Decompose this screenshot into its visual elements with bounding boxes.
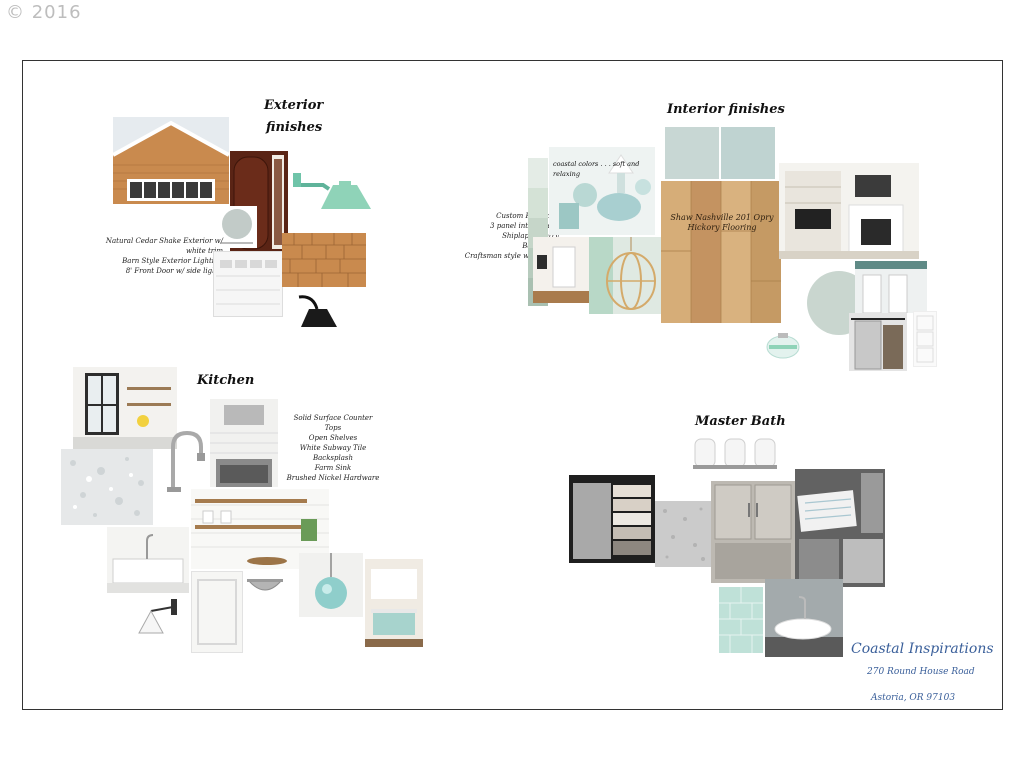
exterior-note-1: Natural Cedar Shake Exterior w/ white tr… — [105, 237, 223, 255]
paint-chip-2 — [721, 127, 775, 179]
kitchen-note-3: White Subway Tile Backsplash — [299, 444, 367, 462]
brand-name: Coastal Inspirations — [851, 641, 994, 657]
vessel-sink-photo — [765, 579, 843, 657]
brand-address-line1: 270 Round House Road — [867, 667, 975, 677]
interior-title: Interior finishes — [667, 102, 785, 117]
paint-swatch-gray — [217, 206, 257, 248]
kitchen-note-5: Brushed Nickel Hardware — [286, 474, 380, 482]
vanity-cabinet-photo — [711, 481, 795, 583]
terrazzo-sample — [655, 501, 711, 567]
shaker-cabinet-door — [191, 571, 243, 653]
barn-light-teal — [291, 171, 373, 216]
kitchen-note-2: Open Shelves — [308, 434, 358, 442]
tile-sample-board — [569, 475, 655, 563]
brand-address-line2: Astoria, OR 97103 — [871, 693, 956, 703]
barn-door-photo — [849, 313, 907, 371]
interior-note-1: Custom Fireplace — [496, 212, 559, 220]
barn-light-black — [293, 293, 341, 333]
panel-door-sample — [913, 311, 937, 367]
gray-tile-collage — [795, 469, 885, 587]
design-board: Exterior finishes — [22, 60, 1003, 710]
cup-pull-hardware — [245, 573, 285, 599]
kitchen-island-photo — [365, 559, 423, 647]
exterior-note-3: 8' Front Door w/ side lights — [125, 267, 223, 275]
open-shelves-photo — [191, 489, 329, 569]
flooring-label: Shaw Nashville 201 Opry Hickory Flooring — [665, 213, 779, 233]
flooring-label-line1: Shaw Nashville 201 Opry — [670, 213, 774, 222]
flooring-label-line2: Hickory Flooring — [687, 223, 757, 232]
vanity-light-bar — [693, 437, 777, 471]
coastal-decor-photo — [549, 147, 655, 235]
shiplap-entry-photo — [855, 261, 927, 313]
garage-door-photo — [213, 251, 283, 317]
cedar-house-photo — [113, 117, 229, 204]
exterior-title-line2: finishes — [266, 120, 323, 135]
pendant-light-mint — [765, 331, 801, 361]
swing-arm-sconce — [131, 595, 183, 639]
hickory-flooring-sample — [661, 181, 781, 323]
orb-chandelier — [589, 237, 661, 314]
kitchen-note-4: Farm Sink — [314, 464, 352, 472]
bath-title: Master Bath — [695, 414, 786, 429]
paint-chip-1 — [665, 127, 719, 179]
kitchen-notes: Solid Surface Counter Tops Open Shelves … — [285, 413, 381, 483]
faucet-photo — [163, 427, 207, 493]
mint-glass-tile — [719, 587, 763, 653]
cedar-shingle-sample — [282, 233, 366, 287]
kitchen-title: Kitchen — [197, 373, 255, 388]
quartz-countertop-sample — [61, 449, 153, 525]
kitchen-range-photo — [210, 399, 278, 487]
coastal-colors-label: coastal colors . . . soft and relaxing — [553, 160, 640, 178]
exterior-note-2: Barn Style Exterior Lighting — [122, 257, 223, 265]
living-room-fireplace-photo — [779, 163, 919, 259]
exterior-notes: Natural Cedar Shake Exterior w/ white tr… — [105, 236, 223, 276]
exterior-title-line1: Exterior — [264, 98, 324, 113]
interior-note-2: 3 panel interior drs — [490, 222, 559, 230]
teal-glass-pendant — [299, 553, 363, 617]
farm-sink-photo — [107, 527, 189, 593]
kitchen-note-1: Solid Surface Counter Tops — [293, 414, 373, 432]
entry-shiplap-photo — [533, 237, 589, 303]
kitchen-window-photo — [73, 367, 177, 449]
copyright-notice: © 2016 — [6, 2, 82, 23]
